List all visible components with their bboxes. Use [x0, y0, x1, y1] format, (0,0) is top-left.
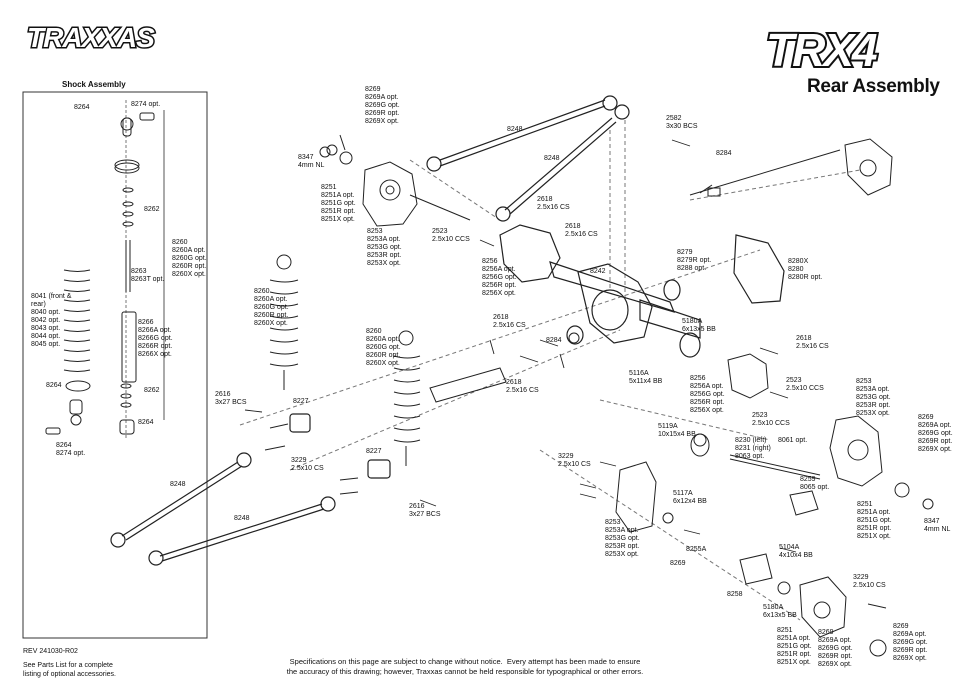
label-5116a: 5116A 5x11x4 BB — [629, 370, 663, 385]
label-2523-left: 2523 2.5x10 CCS — [432, 228, 470, 243]
label-2618-c: 2618 2.5x16 CS — [493, 314, 526, 329]
label-2618-a: 2618 2.5x16 CS — [537, 196, 570, 211]
label-8284-top: 8284 — [716, 150, 732, 157]
disclaimer: Specifications on this page are subject … — [286, 657, 644, 676]
label-8269-mid: 8269 — [670, 560, 686, 567]
axle-housing — [499, 224, 785, 358]
svg-text:TRAXXAS: TRAXXAS — [27, 22, 155, 52]
nuts-washers — [319, 146, 934, 657]
drive-shafts-gears — [429, 149, 841, 585]
label-8253-left: 8253 8253A opt. 8253G opt. 8253R opt. 82… — [367, 228, 402, 267]
label-8256-right: 8256 8256A opt. 8256G opt. 8256R opt. 82… — [690, 375, 725, 414]
label-2618-d: 2618 2.5x16 CS — [796, 335, 829, 350]
label-shock-8262-upper: 8262 — [144, 206, 160, 213]
label-shock-8262-lower: 8262 — [144, 387, 160, 394]
label-2523-right-a: 2523 2.5x10 CCS — [786, 377, 824, 392]
label-shock-8260: 8260 8260A opt. 8260G opt. 8260R opt. 82… — [172, 239, 207, 278]
label-8248-upper-a: 8248 — [507, 126, 523, 133]
label-8248-upper-b: 8248 — [544, 155, 560, 162]
label-8227-center: 8227 — [366, 448, 382, 455]
upper-link-rods — [426, 95, 630, 222]
label-8061: 8061 opt. — [778, 437, 808, 444]
label-3229-mid: 3229 2.5x10 CS — [558, 453, 591, 468]
label-8258: 8258 — [727, 591, 743, 598]
label-8284-mid: 8284 — [546, 337, 562, 344]
parts-list-note: See Parts List for a complete listing of… — [23, 662, 116, 678]
label-8269-bottom-a: 8269 8269A opt. 8269G opt. 8269R opt. 82… — [818, 629, 853, 668]
label-shock-8264-right: 8264 — [138, 419, 154, 426]
label-2616-left: 2616 3x27 BCS — [215, 391, 247, 406]
label-shock-8274: 8274 opt. — [131, 101, 161, 108]
svg-text:TRX4: TRX4 — [766, 24, 877, 76]
label-5117a: 5117A 6x12x4 BB — [673, 490, 707, 505]
left-portal-housing — [326, 134, 471, 227]
label-8253-bottom: 8253 8253A opt. 8253G opt. 8253R opt. 82… — [605, 519, 640, 558]
label-8251-bottom: 8251 8251A opt. 8251G opt. 8251R opt. 82… — [777, 627, 812, 666]
trx4-logo: TRX4 — [764, 22, 881, 76]
label-8269-bottom-b: 8269 8269A opt. 8269G opt. 8269R opt. 82… — [893, 623, 928, 662]
label-8279: 8279 8279R opt. 8288 opt. — [677, 249, 712, 272]
label-2618-e: 2618 2.5x16 CS — [506, 379, 539, 394]
label-2582: 2582 3x30 BCS — [666, 115, 698, 130]
label-8227-left: 8227 — [293, 398, 309, 405]
label-5119a: 5119A 10x15x4 BB — [658, 423, 696, 438]
label-shock-8264-top: 8264 — [74, 104, 90, 111]
label-8242: 8242 — [590, 268, 606, 275]
label-8260-shock-center: 8260 8260A opt. 8260G opt. 8260R opt. 82… — [366, 328, 401, 367]
right-portal-housing — [615, 138, 893, 638]
label-8269-right: 8269 8269A opt. 8269G opt. 8269R opt. 82… — [918, 414, 953, 453]
label-shock-8041-spring: 8041 (front & rear) 8040 opt. 8042 opt. … — [31, 293, 72, 348]
label-8251-right: 8251 8251A opt. 8251G opt. 8251R opt. 82… — [857, 501, 892, 540]
coilover-shocks — [269, 254, 421, 466]
label-8347-right: 8347 4mm NL — [924, 518, 951, 533]
label-8251-left: 8251 8251A opt. 8251G opt. 8251R opt. 82… — [321, 184, 356, 223]
label-8248-lower-a: 8248 — [170, 481, 186, 488]
label-shock-8264-bottom: 8264 8274 opt. — [56, 442, 86, 457]
lower-link-rods — [110, 413, 391, 566]
label-8259: 8259 8065 opt. — [800, 476, 830, 491]
revision-code: REV 241030-R02 — [23, 648, 78, 655]
label-8347-left: 8347 4mm NL — [298, 154, 325, 169]
label-5180a-lower: 5180A 6x13x5 BB — [763, 604, 797, 619]
label-shock-8266: 8266 8266A opt. 8266G opt. 8266R opt. 82… — [138, 319, 173, 358]
page-title: Rear Assembly — [807, 76, 940, 97]
traxxas-logo: TRAXXAS — [26, 22, 158, 52]
label-3229-bottom: 3229 2.5x10 CS — [853, 574, 886, 589]
label-shock-8263: 8263 8263T opt. — [131, 268, 165, 283]
label-2616-center: 2616 3x27 BCS — [409, 503, 441, 518]
assembly-guide-lines — [239, 120, 861, 621]
label-8230: 8230 (left) 8231 (right) 8063 opt. — [735, 437, 771, 460]
shock-assembly-title: Shock Assembly — [62, 80, 126, 89]
label-5180a-upper: 5180A 6x13x5 BB — [682, 318, 716, 333]
label-8269-top: 8269 8269A opt. 8269G opt. 8269R opt. 82… — [365, 86, 400, 125]
label-3229-left: 3229 2.5x10 CS — [291, 457, 324, 472]
label-8256-left: 8256 8256A opt. 8256G opt. 8256R opt. 82… — [482, 258, 517, 297]
label-5104a: 5104A 4x10x4 BB — [779, 544, 813, 559]
label-8280: 8280X 8280 8280R opt. — [788, 258, 823, 281]
shock-exploded-parts — [45, 100, 165, 440]
label-8255a: 8255A — [686, 546, 707, 553]
label-8253-right: 8253 8253A opt. 8253G opt. 8253R opt. 82… — [856, 378, 891, 417]
screws — [244, 139, 887, 609]
label-8248-lower-b: 8248 — [234, 515, 250, 522]
label-2523-right-b: 2523 2.5x10 CCS — [752, 412, 790, 427]
label-8260-shock-left: 8260 8260A opt. 8260G opt. 8260R opt. 82… — [254, 288, 289, 327]
label-2618-b: 2618 2.5x16 CS — [565, 223, 598, 238]
label-shock-8264-mid: 8264 — [46, 382, 62, 389]
shock-assembly-box — [22, 91, 208, 639]
